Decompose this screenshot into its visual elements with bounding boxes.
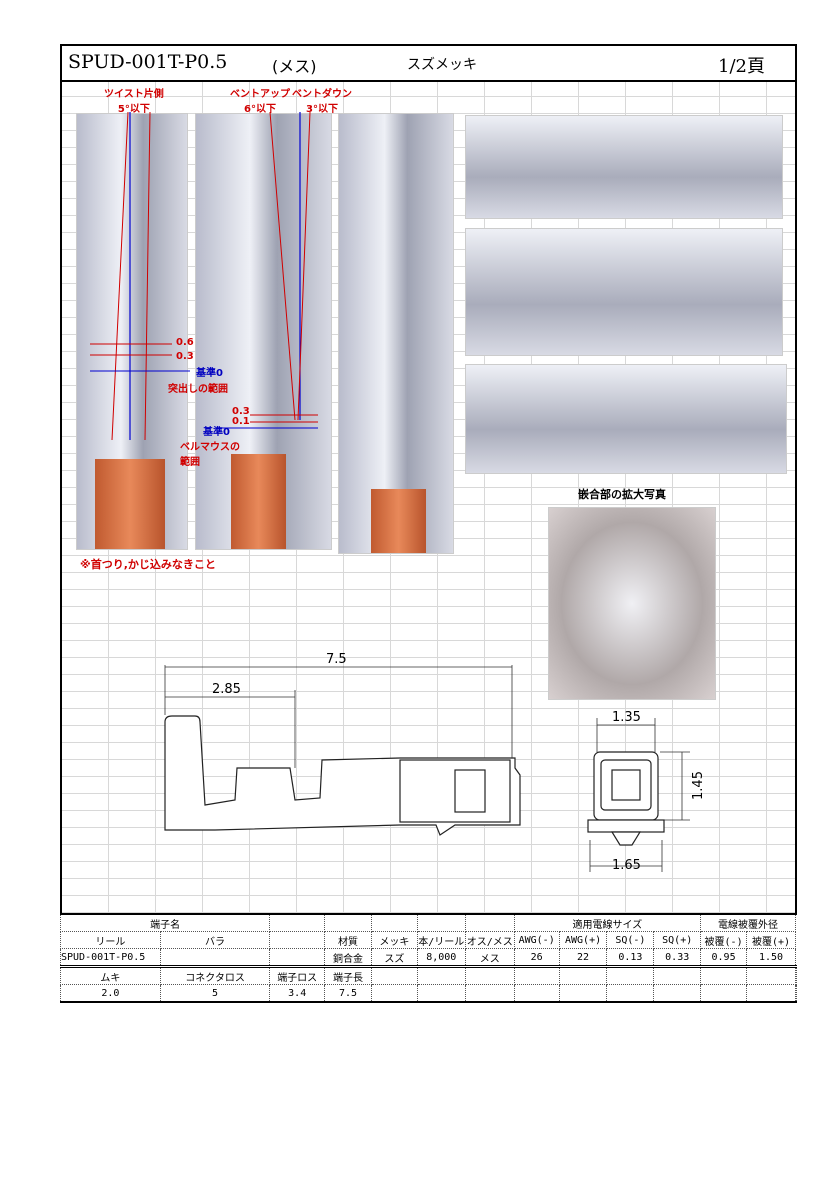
table-cell: スズ: [370, 948, 418, 967]
table-cell: 端子ロス: [269, 966, 326, 985]
dim-03b: 0.3: [232, 406, 250, 417]
table-cell: 0.95: [700, 948, 748, 967]
photo-bottom-view: [338, 113, 454, 554]
photo-side-view: [195, 113, 332, 550]
table-cell: 被覆(+): [746, 931, 796, 949]
table-cell: コネクタロス: [159, 966, 271, 985]
protrusion-label: 突出しの範囲: [168, 384, 228, 395]
table-cell: 22: [558, 948, 608, 967]
note: ※首つり,かじ込みなきこと: [80, 558, 216, 571]
dim-01: 0.1: [232, 416, 250, 427]
table-cell: 2.0: [60, 984, 161, 1003]
page-number: 1/2頁: [718, 56, 765, 77]
base0b: 基準0: [203, 427, 230, 438]
table-cell: ムキ: [60, 966, 161, 985]
photo-right-bottom: [465, 364, 787, 474]
part-number: SPUD-001T-P0.5: [68, 51, 228, 73]
table-cell: 銅合金: [324, 948, 372, 967]
table-cell: 端子長: [324, 966, 372, 985]
dim-width: 1.35: [612, 710, 641, 725]
table-cell: バラ: [159, 931, 271, 949]
table-cell: [159, 948, 271, 967]
table-cell: SPUD-001T-P0.5: [60, 948, 161, 967]
gender: (メス): [272, 57, 317, 76]
table-cell: リール: [60, 931, 161, 949]
dim-height: 1.45: [690, 771, 706, 800]
table-cell: 被覆(-): [700, 931, 748, 949]
header: SPUD-001T-P0.5 (メス) スズメッキ 1/2頁: [62, 46, 795, 82]
table-cell: 0.13: [606, 948, 655, 967]
table-cell: [269, 948, 326, 967]
table-cell: 0.33: [653, 948, 702, 967]
dim-03a: 0.3: [176, 351, 194, 362]
table-cell: 材質: [324, 931, 372, 949]
enlarged-label: 嵌合部の拡大写真: [578, 488, 666, 501]
dim-length: 7.5: [326, 652, 347, 667]
table-cell: 7.5: [324, 984, 372, 1003]
table-cell: 8,000: [416, 948, 466, 967]
dim-bottom-width: 1.65: [612, 858, 641, 873]
table-cell: オス/メス: [464, 931, 515, 949]
table-cell: 5: [159, 984, 271, 1003]
base0a: 基準0: [196, 368, 223, 379]
table-cell: メッキ: [370, 931, 418, 949]
dim-crimp: 2.85: [212, 682, 241, 697]
photo-top-view: [76, 113, 188, 550]
bellmouth-label: ベルマウスの範囲: [180, 442, 240, 468]
photo-enlarged: [548, 507, 716, 700]
table-cell: AWG(-): [513, 931, 560, 949]
table-cell: [269, 931, 326, 949]
plating: スズメッキ: [407, 57, 477, 73]
table-cell: 本/リール: [416, 931, 466, 949]
dim-06: 0.6: [176, 337, 194, 348]
table-cell: 1.50: [746, 948, 796, 967]
photo-right-side: [465, 228, 783, 356]
table-cell: 3.4: [269, 984, 326, 1003]
table-cell: 26: [513, 948, 560, 967]
table-cell: SQ(-): [606, 931, 655, 949]
photo-right-top: [465, 115, 783, 219]
table-cell: SQ(+): [653, 931, 702, 949]
table-cell: AWG(+): [558, 931, 608, 949]
table-cell: メス: [464, 948, 515, 967]
